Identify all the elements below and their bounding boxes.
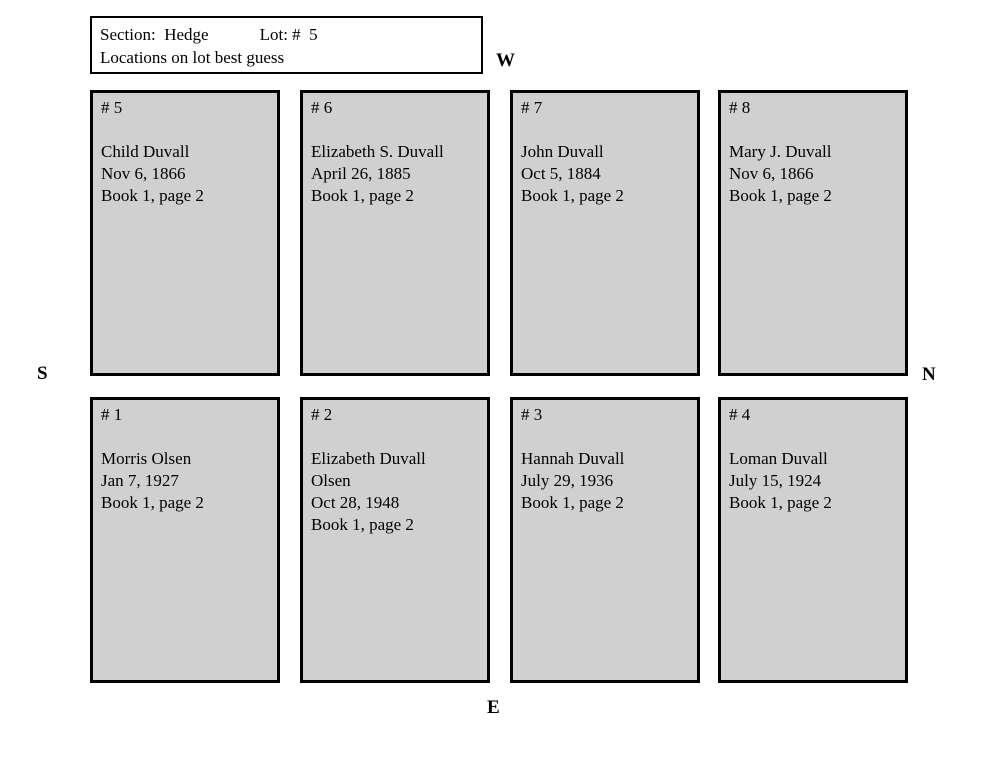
plot-details: Hannah Duvall July 29, 1936 Book 1, page…	[521, 449, 625, 512]
plot-details: Child Duvall Nov 6, 1866 Book 1, page 2	[101, 142, 204, 205]
plot-box-2: # 2 Elizabeth Duvall Olsen Oct 28, 1948 …	[300, 397, 490, 683]
plot-box-5: # 5 Child Duvall Nov 6, 1866 Book 1, pag…	[90, 90, 280, 376]
plot-details: Elizabeth Duvall Olsen Oct 28, 1948 Book…	[311, 449, 426, 534]
plot-number: # 2	[311, 405, 333, 424]
plot-box-7: # 7 John Duvall Oct 5, 1884 Book 1, page…	[510, 90, 700, 376]
header-section-lot-line: Section: Hedge Lot: # 5	[100, 25, 318, 44]
plot-box-8: # 8 Mary J. Duvall Nov 6, 1866 Book 1, p…	[718, 90, 908, 376]
plot-number: # 4	[729, 405, 751, 424]
plot-box-3: # 3 Hannah Duvall July 29, 1936 Book 1, …	[510, 397, 700, 683]
compass-north-label: N	[922, 364, 936, 385]
plot-details: Elizabeth S. Duvall April 26, 1885 Book …	[311, 142, 444, 205]
plot-details: John Duvall Oct 5, 1884 Book 1, page 2	[521, 142, 624, 205]
plot-number: # 7	[521, 98, 543, 117]
plot-box-6: # 6 Elizabeth S. Duvall April 26, 1885 B…	[300, 90, 490, 376]
plot-details: Morris Olsen Jan 7, 1927 Book 1, page 2	[101, 449, 204, 512]
plot-number: # 1	[101, 405, 123, 424]
compass-south-label: S	[37, 363, 48, 384]
plot-number: # 6	[311, 98, 333, 117]
plot-details: Loman Duvall July 15, 1924 Book 1, page …	[729, 449, 832, 512]
plot-number: # 8	[729, 98, 751, 117]
header-note-line: Locations on lot best guess	[100, 48, 285, 67]
plot-box-4: # 4 Loman Duvall July 15, 1924 Book 1, p…	[718, 397, 908, 683]
plot-details: Mary J. Duvall Nov 6, 1866 Book 1, page …	[729, 142, 832, 205]
compass-west-label: W	[496, 50, 515, 71]
compass-east-label: E	[487, 697, 500, 718]
header-box: Section: Hedge Lot: # 5 Locations on lot…	[90, 16, 483, 74]
plot-number: # 3	[521, 405, 543, 424]
plot-number: # 5	[101, 98, 123, 117]
plot-box-1: # 1 Morris Olsen Jan 7, 1927 Book 1, pag…	[90, 397, 280, 683]
